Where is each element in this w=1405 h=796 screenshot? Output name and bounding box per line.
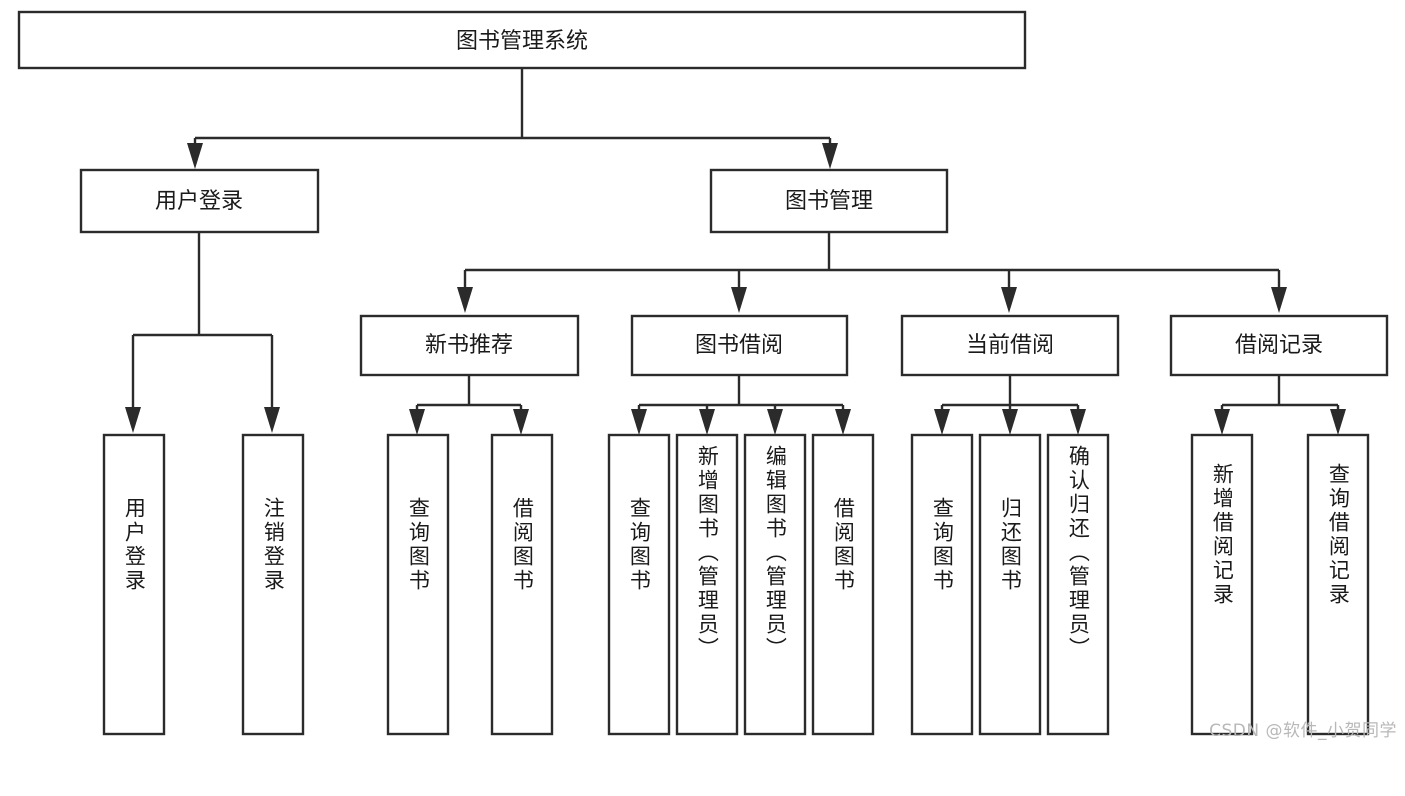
node-current-borrow[interactable]: 当前借阅: [900, 314, 1120, 377]
leaf-box-user-login[interactable]: [102, 433, 166, 736]
csdn-watermark: CSDN @软件_小贺同学: [1209, 721, 1397, 741]
connector-current-borrow-to-leaves: [934, 375, 1086, 435]
connector-user-login-to-leaves: [125, 232, 280, 433]
node-root-label: 图书管理系统: [456, 29, 588, 54]
tree-diagram-svg: 图书管理系统 用户登录 图书管理: [17, 10, 1389, 736]
node-current-borrow-label: 当前借阅: [966, 333, 1054, 358]
node-book-borrow-label: 图书借阅: [695, 333, 783, 358]
leaf-box-query-book-2[interactable]: [607, 433, 671, 736]
node-user-login-box[interactable]: [79, 168, 320, 234]
node-current-borrow-box[interactable]: [900, 314, 1120, 377]
node-new-book-rec-label: 新书推荐: [425, 333, 513, 358]
node-new-book-rec-box[interactable]: [359, 314, 580, 377]
node-user-login[interactable]: 用户登录: [79, 168, 320, 234]
node-root-box[interactable]: [17, 10, 1027, 70]
connector-book-borrow-to-leaves: [631, 375, 851, 435]
connector-borrow-record-to-leaves: [1214, 375, 1346, 435]
node-book-borrow[interactable]: 图书借阅: [630, 314, 849, 377]
node-user-login-label: 用户登录: [155, 189, 243, 214]
connector-book-manage-to-level2: [457, 232, 1287, 313]
connector-root-to-level1: [187, 68, 838, 169]
leaf-box-borrow-book-1[interactable]: [490, 433, 554, 736]
leaf-box-logout[interactable]: [241, 433, 305, 736]
node-root[interactable]: 图书管理系统: [17, 10, 1027, 70]
leaf-box-confirm-return[interactable]: [1046, 433, 1110, 736]
node-book-manage-label: 图书管理: [785, 189, 873, 214]
leaf-box-borrow-book-2[interactable]: [811, 433, 875, 736]
leaf-box-query-book-1[interactable]: [386, 433, 450, 736]
node-book-manage[interactable]: 图书管理: [709, 168, 949, 234]
leaf-box-add-record[interactable]: [1190, 433, 1254, 736]
node-borrow-record[interactable]: 借阅记录: [1169, 314, 1389, 377]
node-borrow-record-label: 借阅记录: [1235, 333, 1323, 358]
leaf-box-return-book[interactable]: [978, 433, 1042, 736]
connector-new-book-rec-to-leaves: [409, 375, 529, 435]
leaf-box-query-record[interactable]: [1306, 433, 1370, 736]
functional-structure-diagram: 图书管理系统 用户登录 图书管理: [17, 10, 1397, 741]
leaf-box-add-book[interactable]: [675, 433, 739, 736]
node-new-book-rec[interactable]: 新书推荐: [359, 314, 580, 377]
leaf-box-query-book-3[interactable]: [910, 433, 974, 736]
leaf-box-edit-book[interactable]: [743, 433, 807, 736]
